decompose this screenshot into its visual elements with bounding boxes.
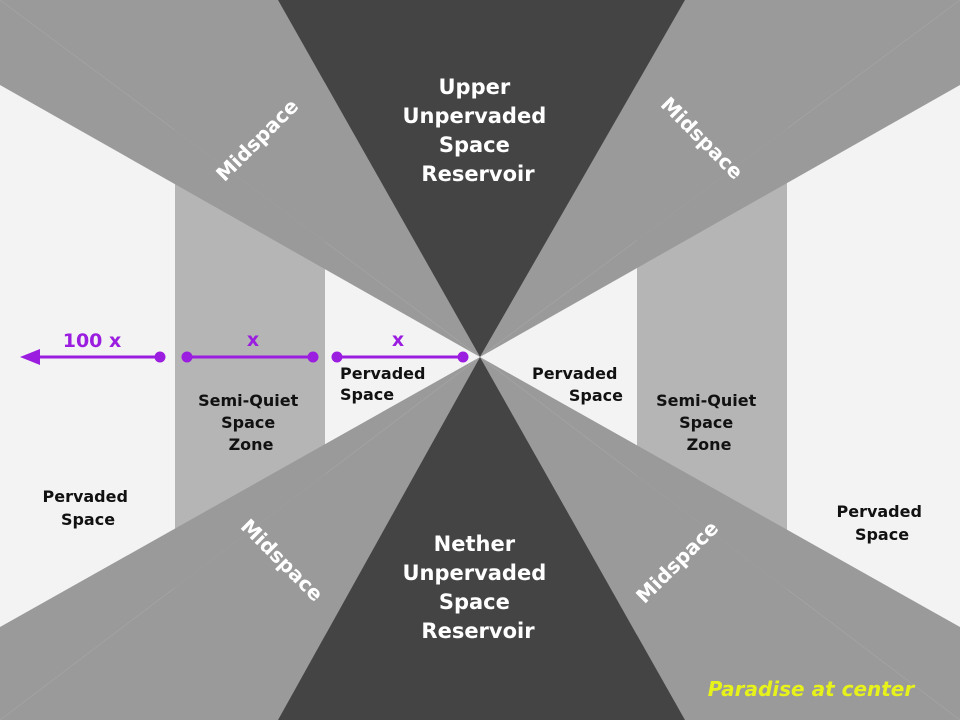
midspace-wedge-lower-right (480, 357, 960, 720)
midspace-wedge-upper-right (480, 0, 960, 357)
upper-reservoir-triangle (278, 0, 685, 357)
pervaded-space-label-outer-left: Pervaded Space (42, 487, 133, 529)
midspace-wedge-upper-left (0, 0, 480, 357)
semi-quiet-zone-label-right: Semi-Quiet Space Zone (656, 391, 762, 454)
pervaded-space-label-outer-right: Pervaded Space (836, 502, 927, 544)
paradise-note: Paradise at center (708, 677, 916, 701)
measure-outer-arrow (20, 349, 166, 365)
nether-reservoir-label: Nether Unpervaded Space Reservoir (402, 532, 553, 643)
measure-middle-label: x (247, 329, 259, 351)
upper-reservoir-label: Upper Unpervaded Space Reservoir (402, 75, 553, 186)
measure-inner (331, 351, 469, 363)
nether-reservoir-triangle (278, 357, 685, 720)
measure-outer-label: 100 x (63, 330, 122, 352)
measure-inner-label: x (392, 329, 404, 351)
pervaded-space-label-inner-left: Pervaded Space (340, 364, 431, 404)
pervaded-space-label-inner-right: Pervaded Space (532, 364, 623, 405)
semi-quiet-zone-label-left: Semi-Quiet Space Zone (198, 391, 304, 454)
measure-middle (181, 351, 319, 363)
midspace-wedge-lower-left (0, 357, 480, 720)
